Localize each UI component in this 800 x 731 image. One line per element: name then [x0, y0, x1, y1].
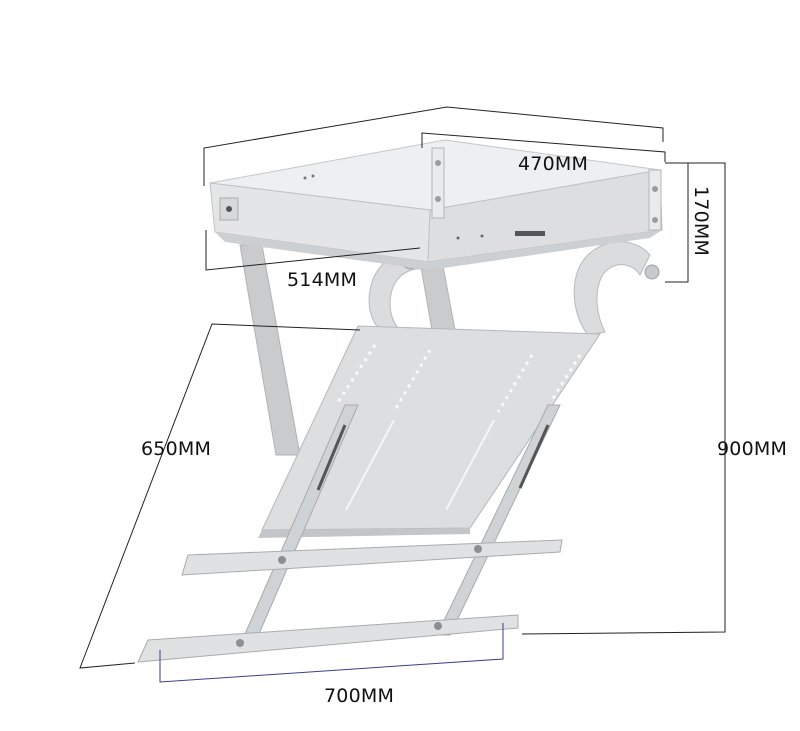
- tv-mounting-plate: [258, 325, 601, 538]
- dimension-label-170: 170MM: [690, 186, 712, 257]
- dimension-label-650: 650MM: [141, 438, 212, 460]
- dimension-label-514: 514MM: [287, 269, 358, 291]
- dimension-lines: [79, 106, 726, 669]
- dimension-label-900: 900MM: [717, 438, 788, 460]
- support-arms: [239, 241, 660, 456]
- dimension-label-700: 700MM: [324, 685, 395, 707]
- ceiling-housing: [209, 139, 663, 270]
- vertical-rails: [237, 404, 561, 651]
- width-700-dimension-line: [159, 623, 504, 683]
- horizontal-rails: [137, 539, 563, 663]
- dimension-label-470: 470MM: [518, 153, 589, 175]
